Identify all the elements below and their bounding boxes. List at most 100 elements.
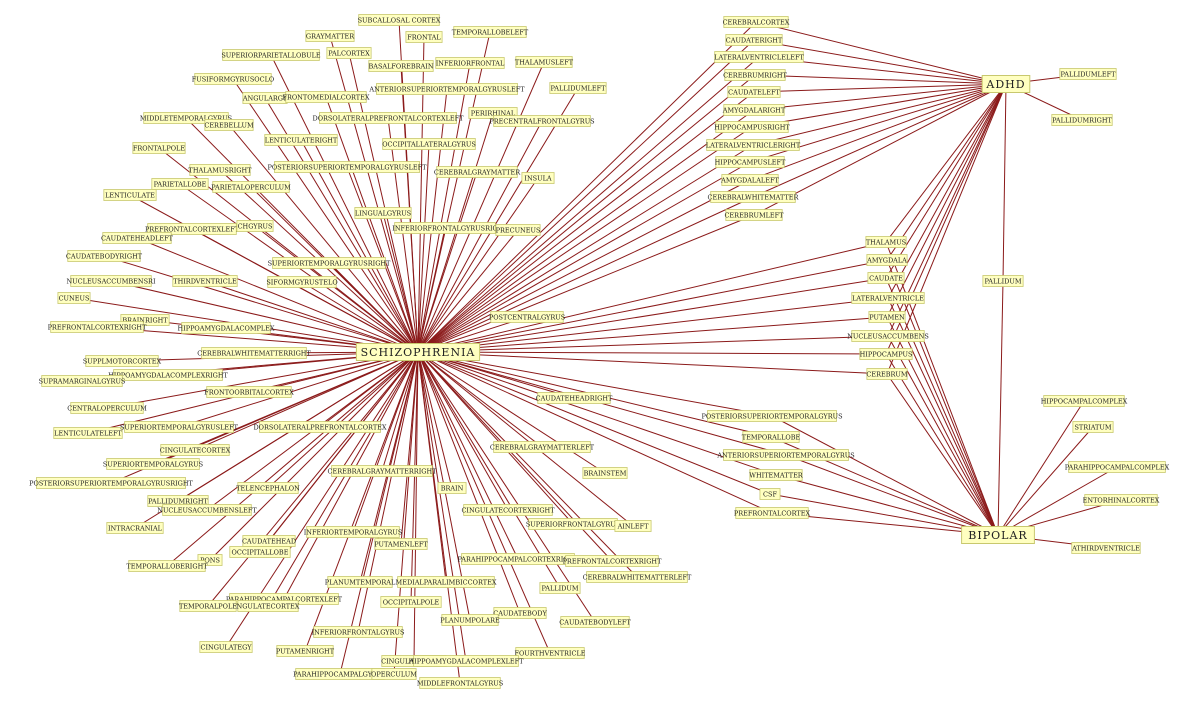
- graph-node[interactable]: CEREBELLUM: [204, 119, 254, 131]
- graph-node[interactable]: CHGYRUS: [236, 220, 274, 232]
- graph-node[interactable]: FRONTOMEDIALCORTEX: [282, 91, 370, 103]
- graph-node[interactable]: CEREBRALWHITEMATTER: [708, 191, 800, 203]
- graph-node[interactable]: CAUDATE: [867, 272, 905, 284]
- graph-node[interactable]: BRAINSTEM: [582, 467, 628, 479]
- graph-node[interactable]: CUNEUS: [57, 292, 91, 304]
- graph-node[interactable]: LINGUALGYRUS: [354, 207, 412, 219]
- graph-node[interactable]: LATERALVENTRICLELEFT: [714, 51, 805, 63]
- graph-node[interactable]: PALCORTEX: [326, 47, 372, 59]
- graph-node[interactable]: INTRACRANIAL: [106, 522, 164, 534]
- graph-node[interactable]: POSTCENTRALGYRUS: [489, 311, 565, 323]
- graph-node[interactable]: HIPPOAMYGDALACOMPLEXLEFT: [409, 655, 525, 667]
- graph-node[interactable]: PONS: [197, 554, 223, 566]
- graph-node[interactable]: POSTERIORSUPERIORTEMPORALGYRUS: [701, 410, 843, 422]
- graph-node[interactable]: CAUDATEBODYRIGHT: [66, 250, 143, 262]
- graph-node[interactable]: PLANUMPOLARE: [440, 614, 500, 626]
- graph-node[interactable]: FRONTALPOLE: [132, 142, 186, 154]
- graph-node[interactable]: MEDIALPARALIMBICCORTEX: [396, 576, 497, 588]
- graph-node[interactable]: PALLIDUMLEFT: [1059, 68, 1117, 80]
- graph-node[interactable]: CAUDATELEFT: [727, 86, 781, 98]
- graph-node[interactable]: TEMPORALLOBERIGHT: [126, 560, 208, 572]
- graph-node[interactable]: LENTICULATELEFT: [53, 427, 123, 439]
- graph-node[interactable]: AMYGDALALEFT: [720, 174, 779, 186]
- graph-node[interactable]: ENTORHINALCORTEX: [1083, 494, 1160, 506]
- graph-node[interactable]: SUPRAMARGINALGYRUS: [39, 375, 126, 387]
- graph-node[interactable]: ANGULARGY: [242, 92, 288, 104]
- graph-node[interactable]: THALAMUS: [865, 236, 907, 248]
- graph-node[interactable]: OPERCULUM: [371, 668, 417, 680]
- graph-node[interactable]: PALLIDUM: [982, 275, 1024, 287]
- graph-node[interactable]: HIPPOAMYGDALACOMPLEXRIGHT: [108, 369, 229, 381]
- graph-node[interactable]: CEREBRALCORTEX: [723, 16, 790, 28]
- graph-node[interactable]: THALAMUSRIGHT: [189, 164, 253, 176]
- graph-node[interactable]: TEMPORALLOBE: [742, 431, 801, 443]
- graph-node[interactable]: PUTAMEN: [868, 311, 906, 323]
- graph-node[interactable]: SUPPLMOTORCORTEX: [83, 355, 162, 367]
- graph-node[interactable]: PARIETALOPERCULUM: [211, 181, 291, 193]
- graph-node[interactable]: AMYGDALARIGHT: [722, 104, 786, 116]
- graph-node[interactable]: WHITEMATTER: [749, 469, 804, 481]
- graph-node[interactable]: FUSIFORMGYRUSOCLO: [192, 73, 275, 85]
- graph-node[interactable]: PALLIDUMRIGHT: [1051, 114, 1113, 126]
- graph-node[interactable]: PALLIDUMLEFT: [549, 82, 607, 94]
- graph-node[interactable]: CAUDATERIGHT: [725, 34, 783, 46]
- graph-node[interactable]: PREFRONTALCORTEXRIGHT: [48, 321, 148, 333]
- graph-node[interactable]: OCCIPITALLOBE: [229, 546, 291, 558]
- graph-node[interactable]: CEREBRUMRIGHT: [723, 69, 788, 81]
- graph-node[interactable]: PREFRONTALCORTEX: [734, 507, 811, 519]
- graph-node[interactable]: BASALFOREBRAIN: [368, 60, 434, 72]
- graph-node[interactable]: CINGULATECORTEXRIGHT: [461, 504, 555, 516]
- graph-node[interactable]: SUPERIORTEMPORALGYRUSLEFT: [120, 421, 239, 433]
- graph-node[interactable]: PLANUMTEMPORAL: [325, 576, 396, 588]
- graph-node[interactable]: PUTAMENLEFT: [374, 538, 428, 550]
- graph-node[interactable]: LENTICULATERIGHT: [264, 134, 338, 146]
- graph-node[interactable]: CAUDATEHEAD: [242, 535, 296, 547]
- graph-node[interactable]: PALLIDUM: [539, 582, 581, 594]
- graph-node[interactable]: CEREBRALWHITEMATTERRIGHT: [197, 347, 311, 359]
- graph-node[interactable]: CAUDATEBODYLEFT: [559, 616, 631, 628]
- graph-node[interactable]: HIPPOCAMPUSLEFT: [715, 156, 786, 168]
- graph-node[interactable]: CAUDATEHEADRIGHT: [536, 392, 613, 404]
- graph-node[interactable]: ANTERIORSUPERIORTEMPORALGYRUSLEFT: [368, 83, 525, 95]
- graph-node[interactable]: SUPERIORTEMPORALGYRUSRIGHT: [268, 257, 391, 269]
- graph-node[interactable]: INFERIORTEMPORALGYRUS: [304, 526, 403, 538]
- graph-node[interactable]: ANTERIORSUPERIORTEMPORALGYRUS: [716, 449, 855, 461]
- graph-node[interactable]: CENTRALOPERCULUM: [67, 402, 147, 414]
- graph-node[interactable]: NUCLEUSACCUMBENSLEFT: [157, 504, 257, 516]
- graph-node[interactable]: SUPERIORPARIETALLOBULE: [221, 49, 321, 61]
- graph-node[interactable]: GRAYMATTER: [305, 30, 355, 42]
- graph-node[interactable]: HIPPOCAMPALCOMPLEX: [1041, 395, 1128, 407]
- graph-node[interactable]: TEMPORALPOLE: [179, 600, 237, 612]
- graph-node[interactable]: FRONTOORBITALCORTEX: [204, 386, 294, 398]
- graph-node[interactable]: PRECENTRALFRONTALGYRUS: [489, 115, 595, 127]
- graph-node[interactable]: TELENCEPHALON: [236, 482, 300, 494]
- graph-node[interactable]: SUPERIORTEMPORALGYRUS: [103, 458, 203, 470]
- graph-node[interactable]: INFERIORFRONTAL: [435, 57, 505, 69]
- graph-node[interactable]: AINLEFT: [614, 520, 652, 532]
- graph-node[interactable]: SUBCALLOSAL CORTEX: [358, 14, 441, 26]
- graph-node[interactable]: THIRDVENTRICLE: [172, 275, 238, 287]
- graph-node[interactable]: INSULA: [521, 172, 555, 184]
- graph-node[interactable]: HIPPOAMYGDALACOMPLEX: [177, 322, 275, 334]
- graph-node[interactable]: PARIETALLOBE: [151, 178, 209, 190]
- graph-node[interactable]: HIPPOCAMPUSRIGHT: [714, 121, 790, 133]
- graph-node[interactable]: INFERIORFRONTALGYRUS: [312, 626, 405, 638]
- hub-node-adhd[interactable]: ADHD: [981, 75, 1031, 93]
- graph-node[interactable]: MIDDLEFRONTALGYRUS: [417, 677, 503, 689]
- hub-node-bipolar[interactable]: BIPOLAR: [961, 526, 1035, 544]
- graph-node[interactable]: NGULATECORTEX: [237, 600, 300, 612]
- graph-node[interactable]: LATERALVENTRICLE: [851, 292, 925, 304]
- graph-node[interactable]: PARAHIPPOCAMPALCOMPLEX: [1065, 461, 1170, 473]
- graph-node[interactable]: CINGULATECORTEX: [160, 444, 231, 456]
- graph-node[interactable]: THALAMUSLEFT: [515, 56, 574, 68]
- graph-node[interactable]: CEREBRALGRAYMATTER: [434, 166, 521, 178]
- graph-node[interactable]: PARAHIPPOCAMPALCORTEXRIGHT: [458, 553, 580, 565]
- graph-node[interactable]: BRAINRIGHT: [120, 314, 170, 326]
- graph-node[interactable]: AMYGDALA: [866, 254, 908, 266]
- graph-node[interactable]: PREFRONTALCORTEXLEFT: [145, 223, 240, 235]
- graph-node[interactable]: POSTERIORSUPERIORTEMPORALGYRUSLEFT: [268, 161, 428, 173]
- graph-node[interactable]: HIPPOCAMPUS: [859, 348, 913, 360]
- graph-node[interactable]: NUCLEUSACCUMBENSRI: [66, 275, 156, 287]
- graph-node[interactable]: TEMPORALLOBELEFT: [452, 26, 529, 38]
- graph-node[interactable]: CEREBRALGRAYMATTERLEFT: [490, 441, 595, 453]
